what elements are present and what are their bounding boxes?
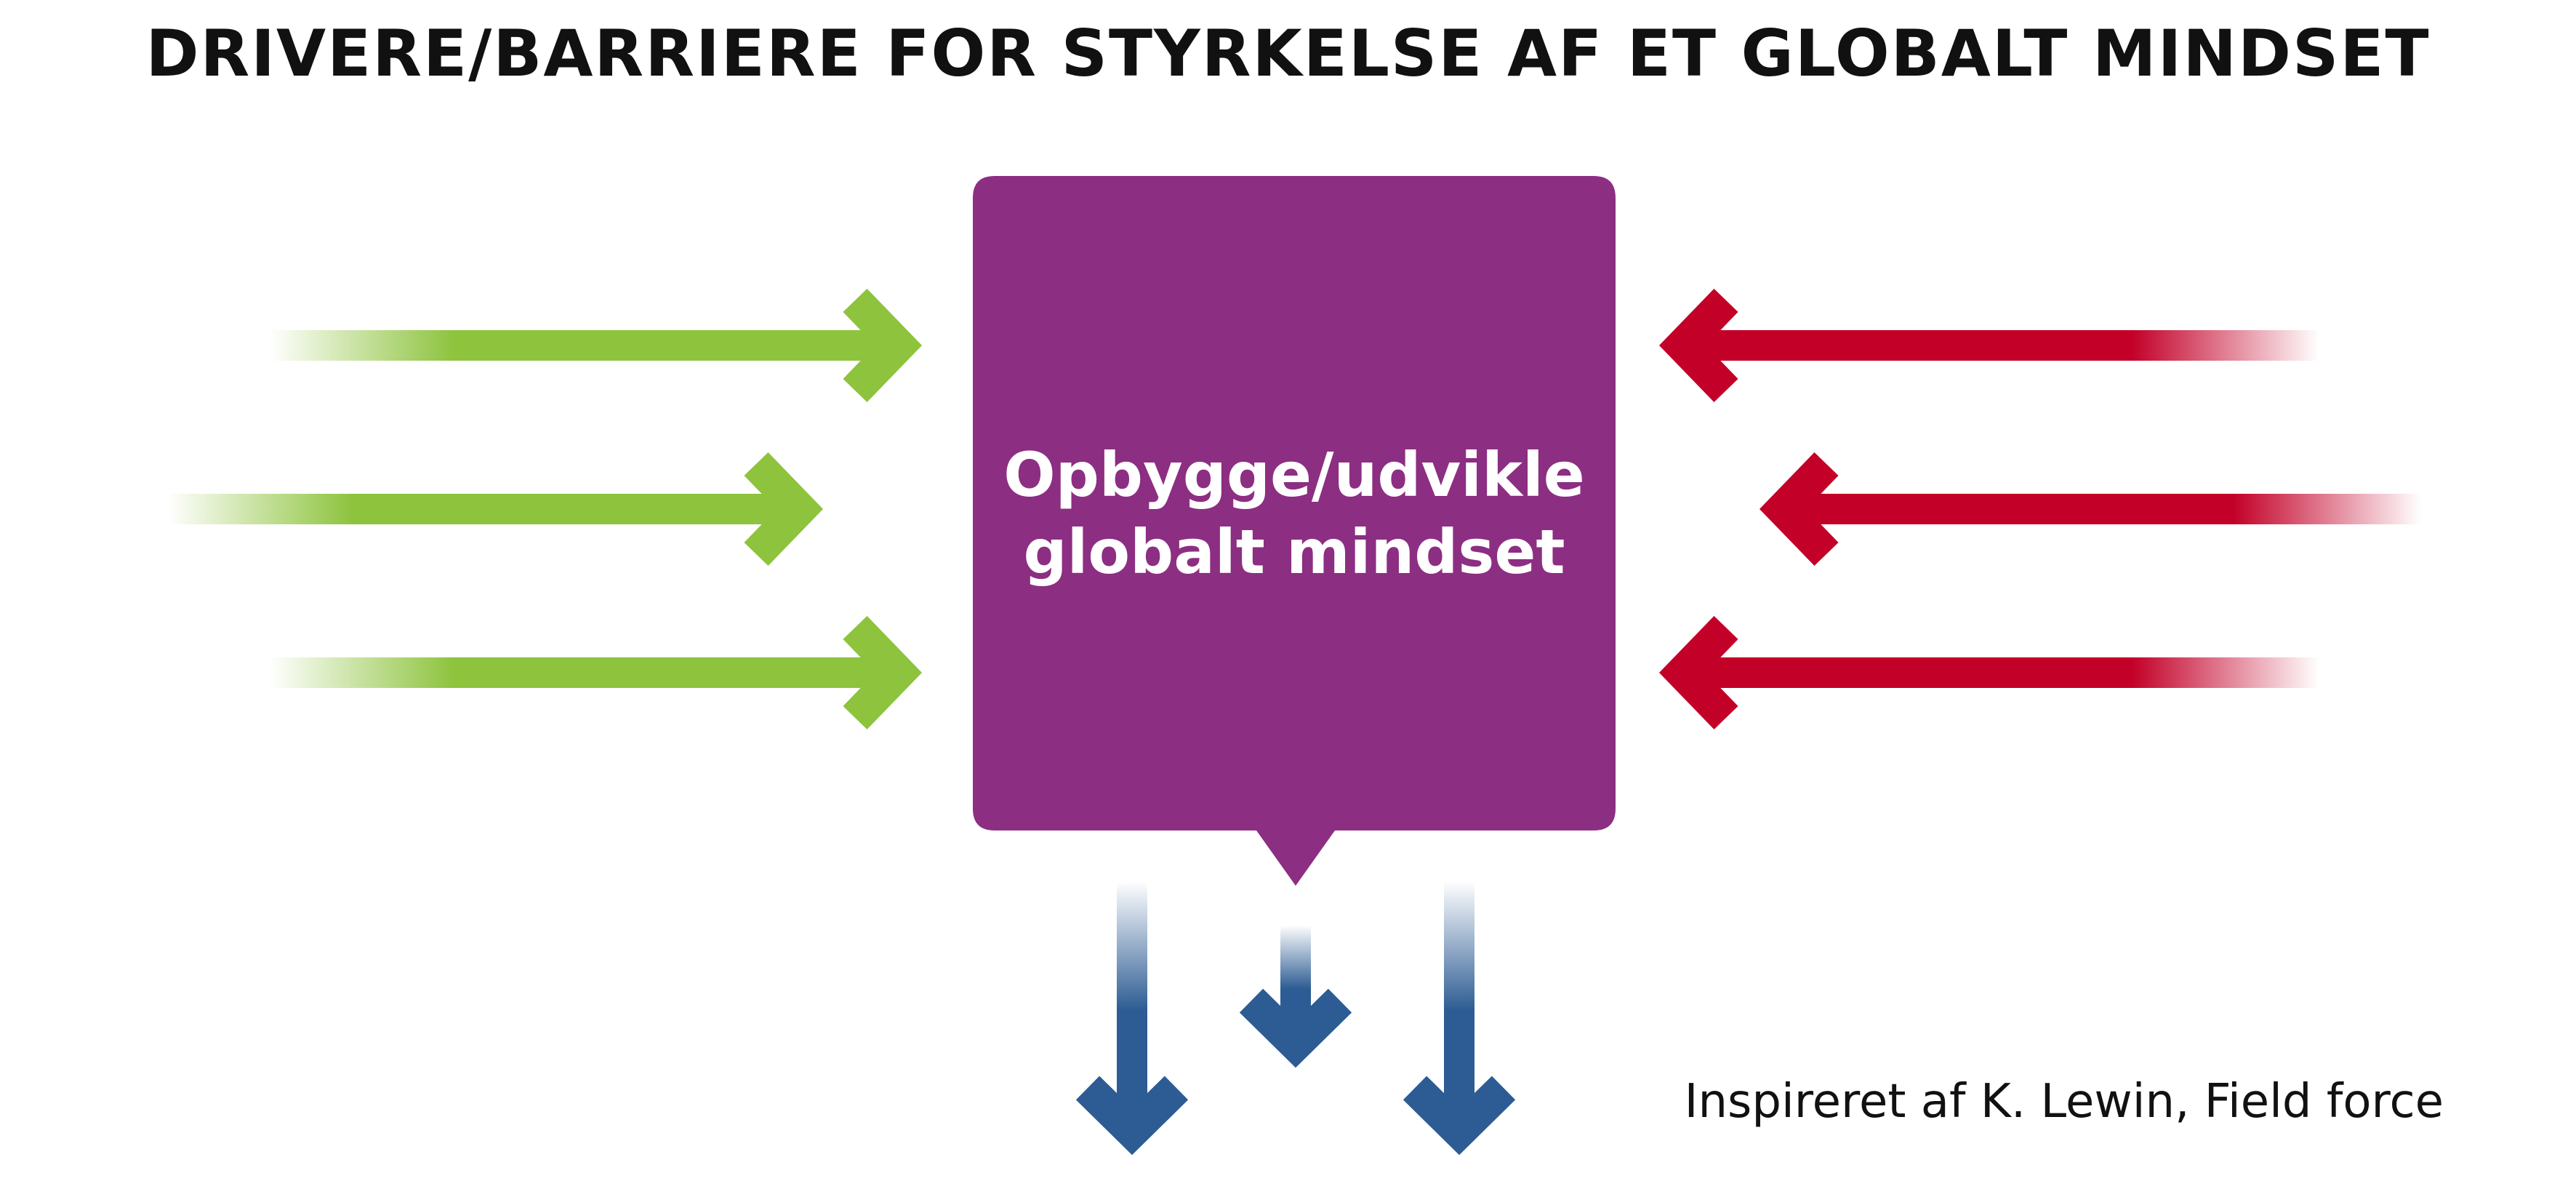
barrier-arrow-2-shaft <box>1794 494 2421 524</box>
outcome-arrow-3-head <box>1403 1076 1516 1156</box>
diagram-title: DRIVERE/BARRIERE FOR STYRKELSE AF ET GLO… <box>145 16 2431 91</box>
barrier-arrow-1-head <box>1658 289 1738 402</box>
barrier-arrow-1 <box>1658 289 2319 402</box>
central-box-label-line-1: Opbygge/udvikle <box>1003 439 1585 511</box>
barrier-arrow-3 <box>1658 616 2319 729</box>
driver-arrow-1-shaft <box>269 330 887 361</box>
source-credit: Inspireret af K. Lewin, Field force <box>1684 1075 2444 1129</box>
barrier-arrow-2 <box>1759 452 2421 566</box>
outcome-arrow-1 <box>1075 881 1189 1156</box>
outcome-arrow-1-head <box>1075 1076 1189 1156</box>
outcome-arrow-3-shaft <box>1444 881 1474 1140</box>
central-box-shape <box>973 176 1616 886</box>
outcome-arrow-2-head <box>1239 988 1352 1068</box>
central-box <box>973 176 1616 886</box>
driver-arrow-2 <box>167 452 824 566</box>
barrier-arrow-3-shaft <box>1694 657 2319 688</box>
driver-arrow-3-shaft <box>269 657 887 688</box>
central-box-label: Opbygge/udvikle globalt mindset <box>971 436 1618 590</box>
barrier-arrow-2-head <box>1759 452 1839 566</box>
central-box-label-line-2: globalt mindset <box>1023 516 1565 588</box>
driver-arrow-3 <box>269 616 923 729</box>
outcome-arrow-1-shaft <box>1117 881 1147 1140</box>
driver-arrow-2-shaft <box>167 494 787 524</box>
outcome-arrow-3 <box>1403 881 1516 1156</box>
barrier-arrow-1-shaft <box>1694 330 2319 361</box>
driver-arrow-2-head <box>744 452 824 566</box>
barrier-arrow-3-head <box>1658 616 1738 729</box>
driver-arrow-1 <box>269 289 923 402</box>
driver-arrow-3-head <box>843 616 923 729</box>
driver-arrow-1-head <box>843 289 923 402</box>
outcome-arrow-2 <box>1239 925 1352 1068</box>
